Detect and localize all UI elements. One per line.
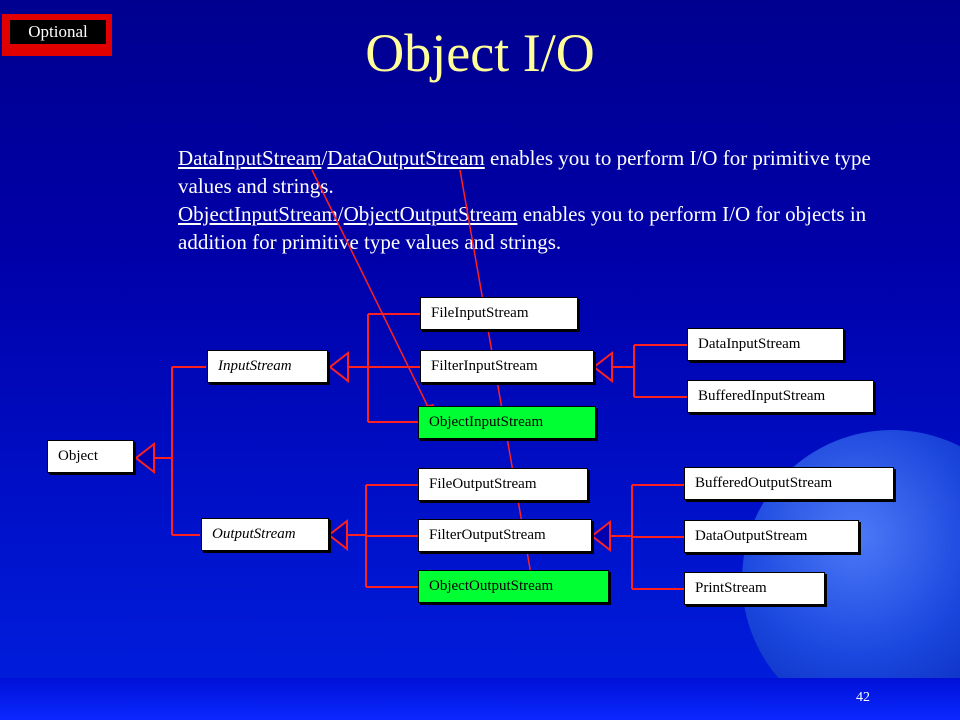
class-filter-input-stream: FilterInputStream xyxy=(420,350,594,383)
object-triangle xyxy=(134,441,155,475)
class-buffered-output-stream: BufferedOutputStream xyxy=(684,467,894,500)
bottom-bar xyxy=(0,678,960,720)
sentence-2-rest: enables you to perform I/O for objects i… xyxy=(178,202,867,254)
pointer-to-object-input-stream xyxy=(311,169,433,416)
filter-input-triangle xyxy=(592,350,613,384)
optional-badge: Optional xyxy=(2,14,112,56)
class-print-stream: PrintStream xyxy=(684,572,825,605)
optional-badge-label: Optional xyxy=(10,20,106,44)
class-filter-output-stream: FilterOutputStream xyxy=(418,519,592,552)
object-input-stream-ref: ObjectInputStream xyxy=(178,202,338,226)
object-output-stream-ref: ObjectOutputStream xyxy=(343,202,518,226)
class-object-input-stream: ObjectInputStream xyxy=(418,406,596,439)
class-object-output-stream: ObjectOutputStream xyxy=(418,570,609,603)
slide-description: DataInputStream/DataOutputStream enables… xyxy=(178,144,918,256)
data-output-stream-ref: DataOutputStream xyxy=(327,146,485,170)
output-stream-triangle xyxy=(327,518,348,552)
slash-1: / xyxy=(321,146,328,170)
data-input-stream-ref: DataInputStream xyxy=(178,146,322,170)
class-file-input-stream: FileInputStream xyxy=(420,297,578,330)
filter-output-triangle xyxy=(590,519,611,553)
class-data-output-stream: DataOutputStream xyxy=(684,520,859,553)
input-stream-triangle xyxy=(328,350,349,384)
class-input-stream: InputStream xyxy=(207,350,328,383)
page-number: 42 xyxy=(856,690,870,705)
class-output-stream: OutputStream xyxy=(201,518,329,551)
class-buffered-input-stream: BufferedInputStream xyxy=(687,380,874,413)
slide-title: Object I/O xyxy=(365,23,595,83)
class-object: Object xyxy=(47,440,134,473)
class-data-input-stream: DataInputStream xyxy=(687,328,844,361)
slash-2: / xyxy=(337,202,344,226)
class-file-output-stream: FileOutputStream xyxy=(418,468,588,501)
sentence-1-rest: enables you to perform I/O for primitive… xyxy=(178,146,871,198)
